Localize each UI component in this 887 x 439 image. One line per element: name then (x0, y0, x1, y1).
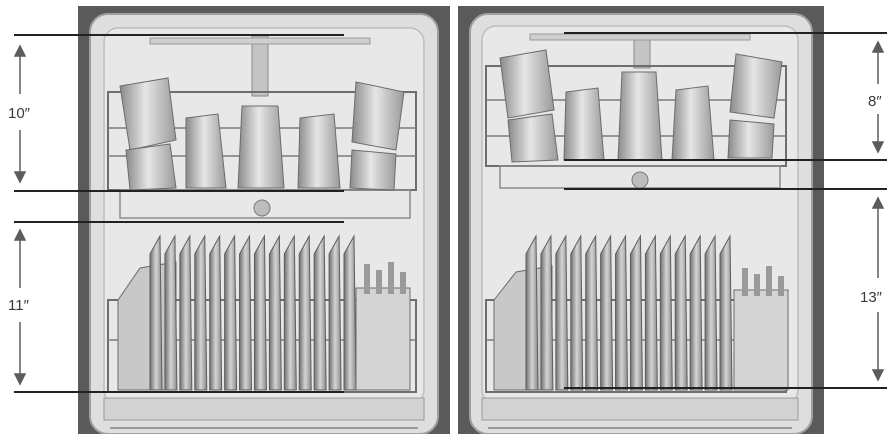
plate (555, 234, 569, 391)
right-dimension-lines (564, 32, 887, 389)
arrow-down-icon (871, 141, 885, 154)
left-tub-bottom (103, 397, 425, 421)
plate (659, 234, 673, 391)
plate (674, 234, 688, 391)
left-dimension-arrows (13, 44, 27, 386)
right-top-bar (529, 33, 751, 41)
plate (224, 234, 238, 391)
right-upper-clearance-label: 8″ (868, 93, 882, 110)
right-dimension-arrows (871, 40, 885, 382)
plate (328, 234, 342, 391)
left-upper-clearance-label: 10″ (8, 105, 30, 122)
right-tub-bottom (481, 397, 799, 421)
arrow-down-icon (13, 171, 27, 184)
right-plate-rows (525, 234, 733, 391)
plate (194, 234, 208, 391)
plate (164, 234, 178, 391)
plate (644, 234, 658, 391)
arrow-up-icon (13, 44, 27, 57)
plate (615, 234, 629, 391)
plate (600, 234, 614, 391)
left-plate-rows (149, 234, 357, 391)
left-spray-tower (251, 35, 269, 97)
left-silverware-basket (355, 262, 411, 391)
plate (268, 234, 282, 391)
plate (343, 234, 357, 391)
plate (253, 234, 267, 391)
plate (209, 234, 223, 391)
plate (283, 234, 297, 391)
left-top-bar (149, 37, 371, 45)
left-lower-clearance-label: 11″ (8, 297, 29, 314)
plate (179, 234, 193, 391)
plate (689, 234, 703, 391)
plate (585, 234, 599, 391)
left-rack-wheel (253, 199, 271, 217)
arrow-down-icon (13, 373, 27, 386)
left-dimension-lines (14, 34, 344, 393)
arrow-up-icon (13, 228, 27, 241)
arrow-up-icon (871, 40, 885, 53)
right-rack-wheel (631, 171, 649, 189)
plate (525, 234, 539, 391)
plate (540, 234, 554, 391)
arrow-up-icon (871, 196, 885, 209)
right-lower-clearance-label: 13″ (860, 289, 882, 306)
plate (719, 234, 733, 391)
right-silverware-basket (733, 266, 789, 391)
arrow-down-icon (871, 369, 885, 382)
right-dishwasher (458, 6, 824, 435)
left-dishwasher (78, 6, 450, 435)
plate (313, 234, 327, 391)
right-upper-dishes (499, 49, 783, 163)
plate (704, 234, 718, 391)
plate (149, 234, 163, 391)
left-upper-dishes (119, 77, 405, 191)
plate (239, 234, 253, 391)
plate (570, 234, 584, 391)
plate (629, 234, 643, 391)
plate (298, 234, 312, 391)
